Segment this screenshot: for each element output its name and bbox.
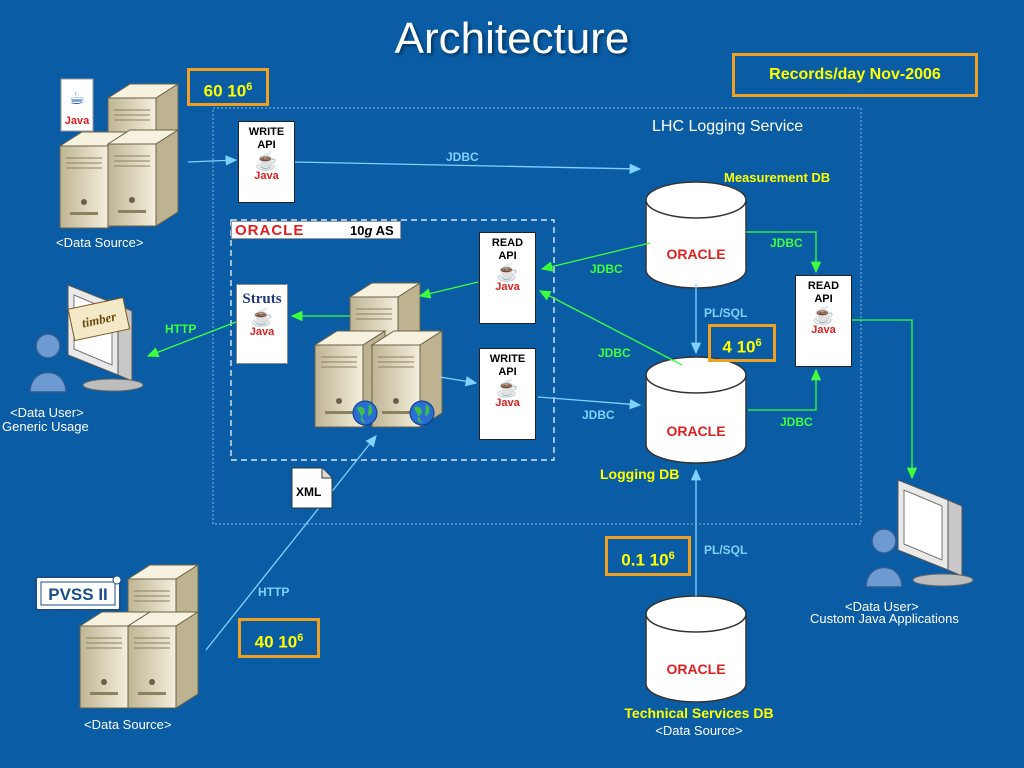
data-source-bottom-label: <Data Source> (84, 717, 172, 732)
server-cluster-center (314, 282, 443, 428)
struts-text: Struts (242, 291, 282, 307)
write-api-card-center: WRITE API ☕ Java (479, 348, 536, 440)
arrow-measurement-db-to-read-api (540, 242, 651, 272)
volume-4-base: 4 10 (722, 337, 756, 357)
oracle-as-version-num: 10 (350, 223, 365, 238)
measurement-db-oracle-text: ORACLE (666, 246, 725, 262)
logging-db-oracle-text: ORACLE (666, 423, 725, 439)
java-text: Java (495, 281, 520, 293)
data-user-right-usage: Custom Java Applications (810, 611, 959, 626)
pvss-logo-text: PVSS II (48, 585, 108, 604)
svg-text:☕: ☕ (69, 88, 85, 109)
volume-40-exp: 6 (297, 632, 304, 644)
pvss-logo: PVSS II (35, 575, 122, 611)
link-label-jdbc-log-write: JDBC (582, 408, 615, 422)
read-api-center-caption: READ API (491, 237, 524, 262)
volume-box-60: 60 106 (187, 68, 269, 106)
link-label-http-bottom: HTTP (258, 585, 290, 599)
lhc-service-frame (212, 107, 862, 525)
logging-db-label: Logging DB (600, 466, 680, 482)
link-label-jdbc-top: JDBC (446, 150, 479, 164)
arrow-logging-db-to-read-api-right (748, 368, 822, 411)
lhc-service-label: LHC Logging Service (652, 118, 804, 135)
xml-document-icon (291, 467, 333, 509)
user-workstation-right (865, 479, 974, 588)
logging-db-cylinder: ORACLE (645, 356, 747, 464)
data-user-left-label: <Data User> (10, 405, 84, 420)
read-api-right-caption: READ API (807, 280, 840, 305)
java-cup-icon: ☕ (496, 262, 519, 282)
data-user-left-usage: Generic Usage (2, 419, 89, 434)
volume-4-exp: 6 (755, 337, 762, 349)
timber-logo: timber (67, 297, 131, 342)
write-api-top-caption: WRITE API (248, 126, 285, 151)
read-api-card-center: READ API ☕ Java (479, 232, 536, 324)
java-cup-icon: ☕ (812, 305, 835, 325)
oracle-as-label: ORACLE 10g AS (231, 221, 401, 239)
arrow-measurement-db-to-read-api-right (746, 231, 822, 274)
volume-60-base: 60 10 (203, 81, 247, 101)
write-api-center-caption: WRITE API (489, 353, 526, 378)
struts-card: Struts ☕ Java (236, 284, 288, 364)
volume-40-base: 40 10 (254, 632, 298, 652)
link-label-plsql-mid: PL/SQL (704, 306, 748, 320)
link-label-jdbc-meas-read: JDBC (590, 262, 623, 276)
xml-label: XML (296, 485, 322, 499)
link-label-plsql-bottom: PL/SQL (704, 543, 748, 557)
oracle-as-version: 10g AS (350, 223, 394, 238)
arrow-pvss-to-server (205, 434, 377, 651)
svg-text:Java: Java (65, 115, 90, 127)
records-per-day-text: Records/day Nov-2006 (769, 66, 941, 83)
java-text: Java (249, 326, 275, 338)
arrow-write-api-to-measurement-db (293, 161, 642, 174)
page-title: Architecture (394, 14, 630, 63)
data-source-top-label: <Data Source> (56, 235, 144, 250)
volume-box-40: 40 106 (238, 618, 320, 658)
data-user-right-label: <Data User> (845, 599, 919, 614)
java-cup-icon: ☕ (250, 307, 274, 327)
link-label-http-left: HTTP (165, 322, 197, 336)
tech-services-db-cylinder: ORACLE (645, 595, 747, 703)
java-text: Java (811, 324, 836, 336)
volume-01-base: 0.1 10 (621, 550, 669, 570)
link-label-jdbc-log-read: JDBC (598, 346, 631, 360)
measurement-db-cylinder: ORACLE (645, 181, 747, 289)
oracle-as-brand: ORACLE (235, 222, 305, 239)
java-cup-icon: ☕ (255, 151, 278, 171)
write-api-card-top: WRITE API ☕ Java (238, 121, 295, 203)
user-workstation-left: timber (29, 284, 144, 393)
volume-60-exp: 6 (246, 81, 253, 93)
oracle-as-version-as: AS (375, 223, 394, 238)
read-api-card-right: READ API ☕ Java (795, 275, 852, 367)
arrow-logging-db-to-read-api (538, 290, 683, 366)
tech-db-oracle-text: ORACLE (666, 661, 725, 677)
java-logo-top-left: ☕ Java (60, 78, 94, 132)
link-label-jdbc-meas-right: JDBC (770, 236, 803, 250)
arrow-read-api-to-user-right (852, 319, 918, 480)
java-text: Java (254, 170, 279, 182)
arrow-server-to-write-api (439, 376, 478, 387)
connector-arrows (146, 155, 918, 651)
records-per-day-box: Records/day Nov-2006 (732, 53, 978, 97)
java-cup-icon: ☕ (496, 378, 519, 398)
arrow-struts-to-user (146, 321, 237, 358)
arrow-write-api-to-logging-db (537, 396, 642, 410)
oracle-as-version-g: g (364, 223, 373, 238)
link-label-jdbc-log-right: JDBC (780, 415, 813, 429)
volume-01-exp: 6 (668, 550, 675, 562)
measurement-db-label: Measurement DB (724, 170, 831, 185)
volume-box-4: 4 106 (708, 324, 776, 362)
timber-logo-text: timber (80, 308, 118, 330)
java-text: Java (495, 397, 520, 409)
arrow-source-to-write-api (187, 155, 238, 166)
oracle-as-frame (230, 219, 555, 461)
arrow-read-api-to-server (418, 281, 479, 299)
volume-box-01: 0.1 106 (605, 536, 691, 576)
tech-db-label: Technical Services DB (624, 705, 774, 721)
tech-db-source-label: <Data Source> (655, 723, 743, 738)
